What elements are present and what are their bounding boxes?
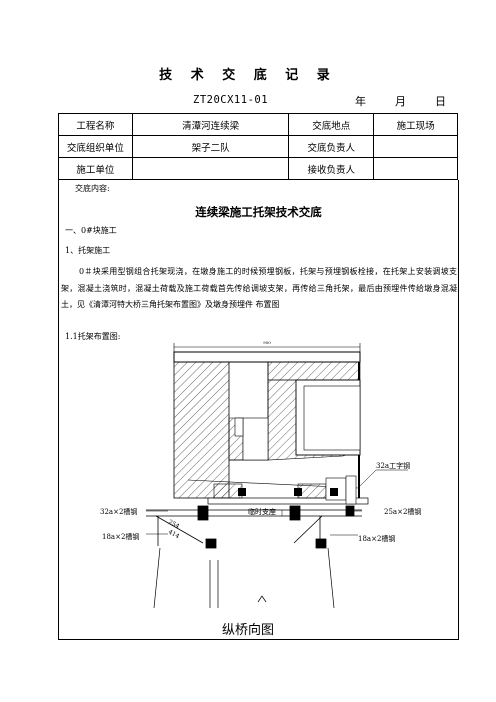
- dim-a-label: 254: [167, 519, 181, 531]
- right-channel-label: 25a×2槽钢: [384, 507, 421, 516]
- i-beam-label: 32a工字钢: [376, 461, 410, 470]
- left-lower-label: 18a×2槽钢: [102, 532, 139, 541]
- responsible-value: [373, 135, 458, 158]
- dim-b-label: 414: [167, 529, 181, 541]
- temp-support-label: 临时支座: [248, 507, 276, 516]
- responsible-label: 交底负责人: [288, 135, 375, 158]
- girder-section: [173, 351, 361, 499]
- date-line: 年 月 日: [355, 93, 446, 109]
- section-heading: 一、0#块施工: [65, 226, 117, 235]
- table-row: 工程名称 清潭河连续梁 交底地点 施工现场: [58, 113, 458, 136]
- document-code: ZT20CX11-01: [193, 94, 269, 106]
- table-row: 施工单位 接收负责人: [58, 157, 458, 180]
- support-blocks: [207, 475, 369, 505]
- month-label: 月: [395, 95, 406, 108]
- location-value: 施工现场: [373, 113, 458, 136]
- pier-lines: [153, 547, 335, 609]
- table-row: 交底组织单位 架子二队 交底负责人: [58, 135, 458, 158]
- organizer-label: 交底组织单位: [58, 135, 133, 158]
- top-dim-text: 900: [263, 340, 271, 345]
- project-name-value: 清潭河连续梁: [131, 113, 290, 136]
- organizer-value: 架子二队: [131, 135, 290, 158]
- bracket-layout-drawing: 900: [100, 340, 421, 609]
- day-label: 日: [435, 95, 446, 108]
- content-label: 交底内容:: [75, 184, 110, 193]
- figure-heading: 1.1托架布置图:: [65, 332, 121, 341]
- subsection-heading: 1、托架施工: [65, 246, 111, 255]
- receiver-value: [373, 157, 458, 180]
- year-label: 年: [355, 95, 366, 108]
- body-paragraph: 0＃块采用型钢组合托架现浇，在墩身施工的时候预埋钢板，托架与预埋钢板栓接，在托架…: [61, 267, 457, 309]
- leader-lines: [146, 469, 408, 536]
- content-section: 交底内容: 连续梁施工托架技术交底 一、0#块施工 1、托架施工 0＃块采用型钢…: [58, 180, 459, 640]
- left-channel-label: 32a×2槽钢: [100, 507, 137, 516]
- right-lower-label: 18a×2槽钢: [358, 534, 395, 543]
- project-name-label: 工程名称: [58, 113, 133, 136]
- top-dimension: 900: [173, 340, 361, 352]
- info-table: 工程名称 清潭河连续梁 交底地点 施工现场 交底组织单位 架子二队 交底负责人 …: [58, 113, 458, 180]
- figure-caption: 纵桥向图: [221, 623, 274, 638]
- receiver-label: 接收负责人: [288, 157, 375, 180]
- content-heading: 连续梁施工托架技术交底: [195, 205, 322, 219]
- construction-unit-label: 施工单位: [58, 157, 133, 180]
- construction-unit-value: [131, 157, 290, 180]
- location-label: 交底地点: [288, 113, 375, 136]
- document-title: 技 术 交 底 记 录: [159, 68, 337, 83]
